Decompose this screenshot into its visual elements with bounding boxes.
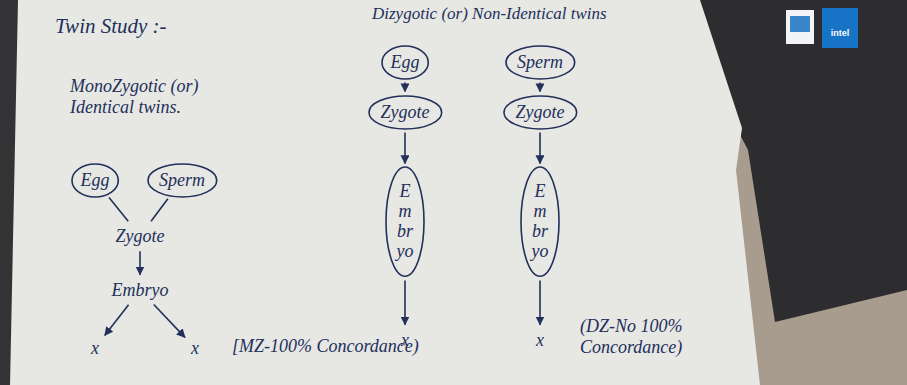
- oval-outline: [504, 96, 577, 129]
- text-node: x: [532, 328, 548, 353]
- node-text: Embryo: [112, 280, 169, 301]
- sticker-text: intel: [822, 28, 858, 38]
- node-text: Embryo: [396, 182, 414, 261]
- node-text: x: [191, 338, 199, 359]
- text-node: x: [397, 328, 413, 353]
- connector-arrow: [139, 251, 141, 274]
- heading-note: MonoZygotic (or) Identical twins.: [70, 76, 205, 117]
- oval-outline: [72, 164, 118, 197]
- connector-arrow: [404, 281, 406, 325]
- oval-node: Zygote: [368, 95, 443, 130]
- oval-outline: [506, 46, 575, 79]
- oval-node: Sperm: [147, 163, 218, 198]
- text-node: Zygote: [112, 224, 169, 249]
- oval-node: Egg: [381, 45, 429, 80]
- paper-sheet: [10, 0, 760, 385]
- text-node: Embryo: [108, 278, 173, 303]
- intel-sticker: [822, 8, 858, 48]
- connector-arrow: [105, 305, 129, 336]
- node-text: Egg: [390, 52, 419, 73]
- oval-node: Sperm: [505, 45, 576, 80]
- node-text: Zygote: [515, 102, 564, 123]
- connector-arrow: [539, 281, 541, 325]
- oval-node: Egg: [71, 163, 119, 198]
- oval-outline: [521, 167, 559, 276]
- node-text: Embryo: [531, 182, 549, 261]
- oval-node: Embryo: [520, 166, 560, 277]
- heading-note: Dizygotic (or) Non-Identical twins: [372, 4, 622, 24]
- node-text: Zygote: [116, 226, 165, 247]
- energy-sticker-logo: [790, 16, 810, 32]
- node-text: Sperm: [517, 52, 563, 73]
- text-node: x: [187, 336, 203, 361]
- oval-outline: [369, 96, 442, 129]
- connector-arrow: [539, 82, 541, 91]
- node-text: Zygote: [380, 102, 429, 123]
- node-text: x: [91, 338, 99, 359]
- node-text: x: [401, 330, 409, 351]
- oval-outline: [386, 167, 424, 276]
- node-text: Egg: [80, 170, 109, 191]
- connector-arrow: [154, 305, 185, 338]
- connector-arrow: [539, 132, 541, 163]
- page-title: Twin Study :-: [55, 14, 167, 38]
- connector-arrow: [151, 199, 168, 221]
- text-node: x: [87, 336, 103, 361]
- connector-arrow: [109, 197, 128, 221]
- oval-node: Embryo: [385, 166, 425, 277]
- energy-sticker: [786, 10, 814, 44]
- connector-arrow: [404, 132, 406, 163]
- node-text: x: [536, 330, 544, 351]
- oval-outline: [382, 46, 428, 79]
- oval-node: Zygote: [503, 95, 578, 130]
- connector-arrow: [404, 82, 406, 91]
- concordance-note: (DZ-No 100% Concordance): [580, 316, 698, 357]
- oval-outline: [148, 164, 217, 197]
- concordance-note: [MZ-100% Concordance): [232, 336, 419, 357]
- node-text: Sperm: [159, 170, 205, 191]
